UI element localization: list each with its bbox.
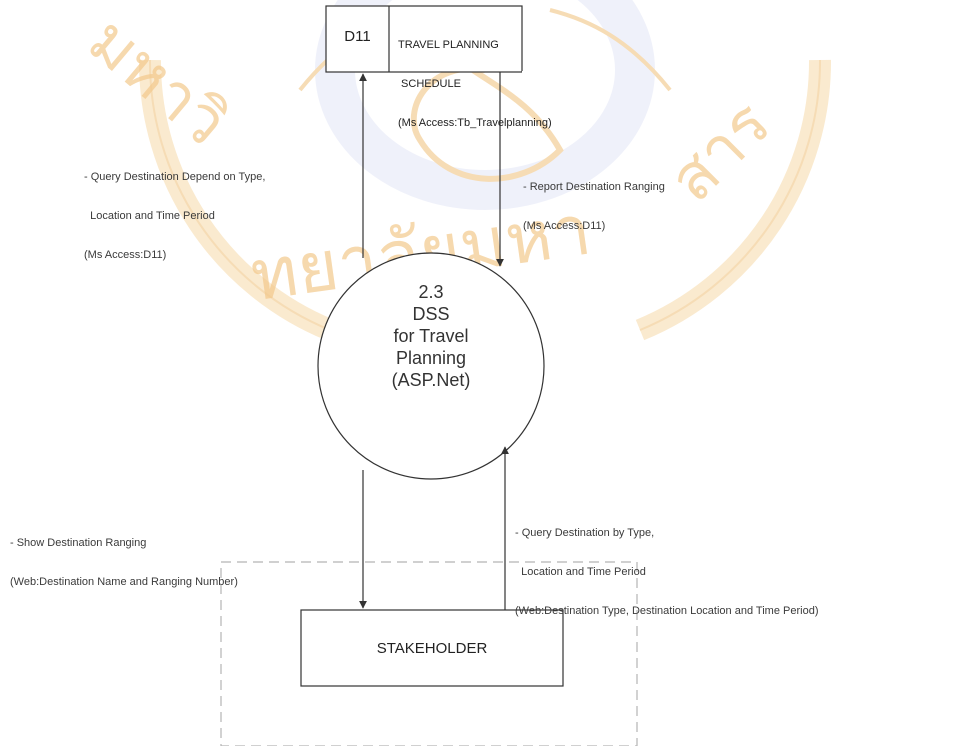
flow-show-ranging-line1: - Show Destination Ranging (10, 537, 147, 549)
process-line3: Planning (395, 348, 467, 368)
flow-show-ranging-line2: (Web:Destination Name and Ranging Number… (10, 576, 238, 588)
data-store-id: D11 (344, 28, 371, 45)
process-circle (317, 252, 545, 480)
flow-report-store-line2: (Ms Access:D11) (523, 220, 606, 232)
data-store-d11 (325, 5, 526, 73)
flow-query-type-line1: - Query Destination by Type, (515, 527, 655, 539)
flow-query-store-line1: - Query Destination Depend on Type, (84, 171, 266, 183)
data-store-name-line2: SCHEDULE (398, 78, 461, 90)
flow-show-ranging-label: - Show Destination Ranging (Web:Destinat… (10, 511, 238, 602)
process-label: 2.3 DSS for Travel Planning (ASP.Net) (318, 281, 544, 391)
flow-query-type-line3: (Web:Destination Type, Destination Locat… (515, 605, 819, 617)
entity-stakeholder-label: STAKEHOLDER (376, 639, 488, 657)
flow-report-store-line1: - Report Destination Ranging (523, 181, 665, 193)
flow-report-store-label: - Report Destination Ranging (Ms Access:… (523, 155, 665, 246)
flow-query-store-line3: (Ms Access:D11) (84, 249, 167, 261)
process-number: 2.3 (418, 282, 444, 302)
process-line1: DSS (412, 304, 450, 324)
flow-query-type-label: - Query Destination by Type, Location an… (515, 501, 818, 631)
flow-query-store-line2: Location and Time Period (84, 210, 215, 222)
data-store-name-line1: TRAVEL PLANNING (398, 39, 499, 51)
entity-stakeholder-box (300, 609, 564, 687)
watermark-thai-right: สาร (655, 87, 785, 217)
flow-query-store-label: - Query Destination Depend on Type, Loca… (84, 145, 265, 275)
data-store-name: TRAVEL PLANNING SCHEDULE (Ms Access:Tb_T… (398, 13, 552, 143)
process-line2: for Travel (393, 326, 469, 346)
flow-query-type-line2: Location and Time Period (515, 566, 646, 578)
system-boundary (220, 561, 638, 746)
process-line4: (ASP.Net) (391, 370, 471, 390)
data-store-name-line3: (Ms Access:Tb_Travelplanning) (398, 117, 552, 129)
